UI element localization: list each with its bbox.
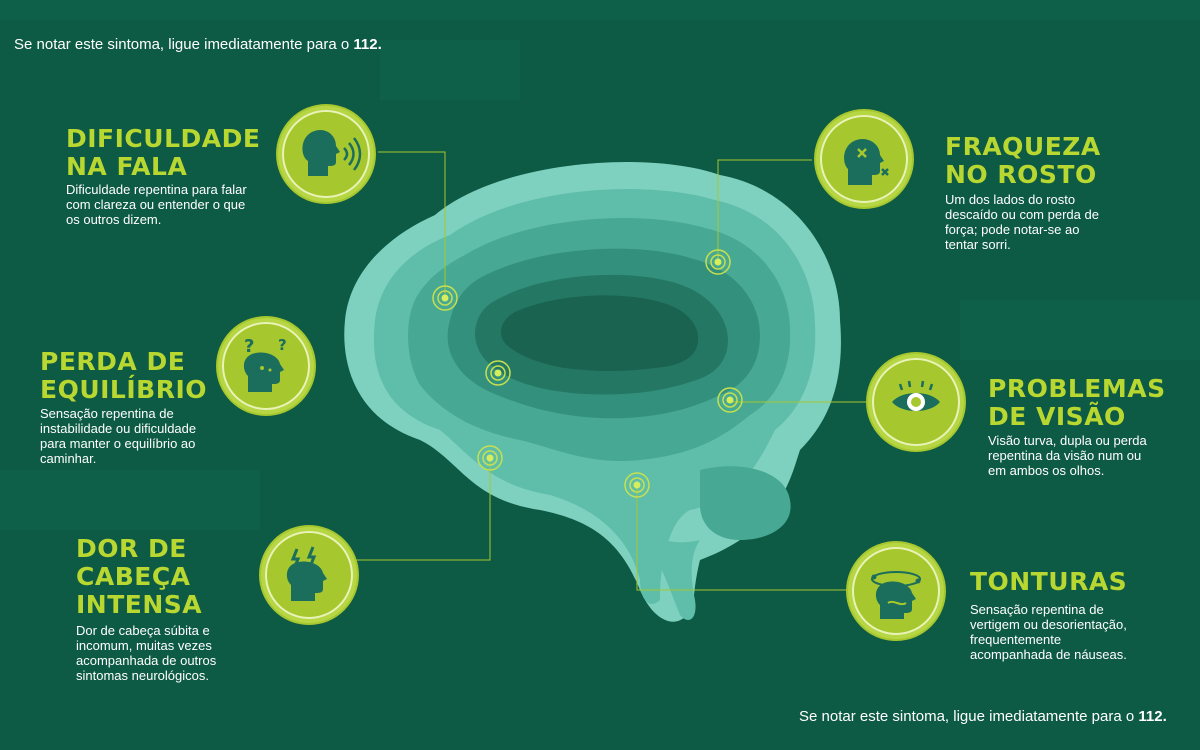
face-description: Um dos lados do rosto descaído ou com pe… <box>945 192 1099 252</box>
dizziness-description: Sensação repentina de vertigem ou desori… <box>970 602 1127 662</box>
dizzy-head-icon <box>871 571 921 619</box>
brain-core <box>500 295 699 371</box>
speech-title: DIFICULDADE NA FALA <box>66 124 261 181</box>
speech-icon-badge <box>278 106 374 202</box>
emergency-number: 112. <box>353 36 382 53</box>
headache-title: DOR DE CABEÇA INTENSA <box>76 534 203 619</box>
speech-description: Dificuldade repentina para falar com cla… <box>66 182 247 227</box>
face-title: FRAQUEZA NO ROSTO <box>945 132 1101 189</box>
notice-text: Se notar este sintoma, ligue imediatamen… <box>799 708 1139 725</box>
background-panel <box>0 470 260 530</box>
speaking-head-icon <box>302 129 362 176</box>
background-panel <box>380 40 520 100</box>
connector-lines <box>355 151 870 591</box>
vision-title: PROBLEMAS DE VISÃO <box>988 374 1166 431</box>
balance-title: PERDA DE EQUILÍBRIO <box>40 347 208 404</box>
vision-description: Visão turva, dupla ou perda repentina da… <box>988 433 1147 478</box>
background-panel <box>960 300 1200 360</box>
emergency-number: 112. <box>1138 708 1167 725</box>
dizziness-icon-badge <box>848 543 944 639</box>
face-weakness-icon <box>844 138 889 185</box>
face-icon-badge <box>816 111 912 207</box>
balance-description: Sensação repentina de instabilidade ou d… <box>40 406 197 466</box>
eye-icon <box>892 380 940 411</box>
headache-icon <box>286 546 327 601</box>
confused-head-icon: ? ? <box>243 336 287 392</box>
emergency-notice-top: Se notar este sintoma, ligue imediatamen… <box>14 36 382 53</box>
background-panel <box>0 0 1200 20</box>
vision-icon-badge <box>868 354 964 450</box>
balance-icon-badge: ? ? <box>218 318 314 414</box>
emergency-notice-bottom: Se notar este sintoma, ligue imediatamen… <box>799 708 1167 725</box>
headache-description: Dor de cabeça súbita e incomum, muitas v… <box>76 623 217 683</box>
brain-stem <box>640 530 700 620</box>
brain-pins <box>432 249 743 498</box>
headache-icon-badge <box>261 527 357 623</box>
cerebellum <box>700 466 791 540</box>
dizziness-title: TONTURAS <box>970 567 1128 596</box>
notice-text: Se notar este sintoma, ligue imediatamen… <box>14 36 354 53</box>
svg-text:?: ? <box>278 336 287 354</box>
svg-text:?: ? <box>244 336 254 357</box>
